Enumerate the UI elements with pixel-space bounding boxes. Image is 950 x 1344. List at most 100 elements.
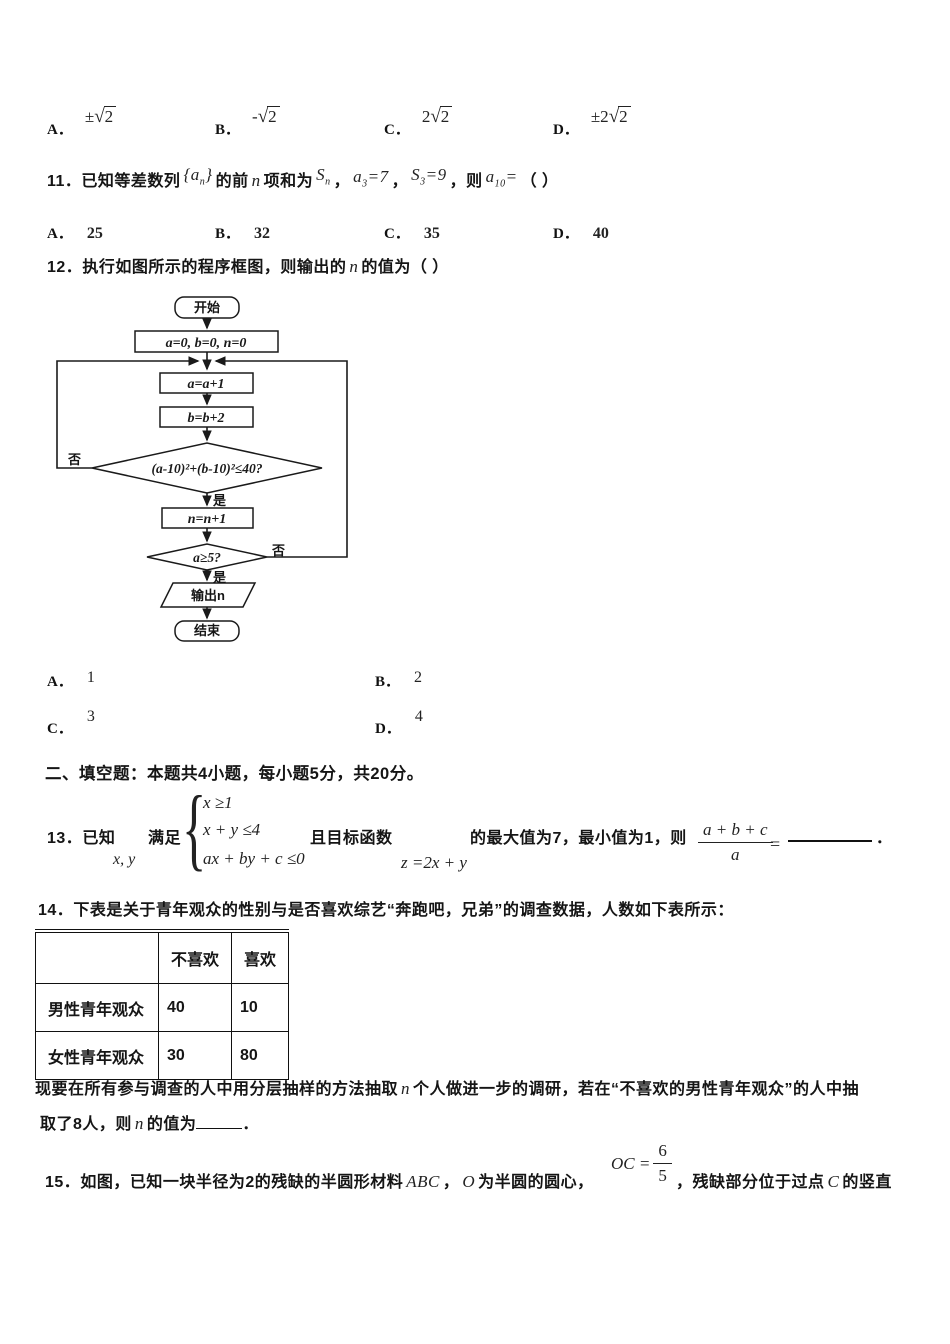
- option-letter: B．: [215, 122, 241, 138]
- flowchart: 开始 a=0, b=0, n=0 a=a+1 b=b+2 (a-10)²+(b-…: [56, 296, 348, 642]
- flowchart-no-label: 否: [67, 452, 81, 467]
- radical-prefix: -: [252, 107, 258, 126]
- cell-value: 10: [231, 983, 289, 1032]
- radicand: 2: [439, 106, 453, 126]
- sqrt-icon: √: [257, 106, 269, 127]
- radical-prefix: 2: [421, 107, 431, 126]
- option-letter: D．: [553, 122, 579, 138]
- option-letter: C．: [384, 122, 410, 138]
- flowchart-end-box: [174, 620, 240, 642]
- answer-blank: [196, 1114, 243, 1129]
- table-header-row: 不喜欢 喜欢: [35, 930, 289, 984]
- math-z: z =2x + y: [401, 853, 467, 872]
- question-text: 且目标函数: [310, 830, 393, 847]
- table-row: 女性青年观众 30 80: [35, 1031, 289, 1080]
- q11-option-d: D．40: [553, 225, 609, 242]
- question-text: 如图，已知一块半径为2的残缺的半圆形材料: [80, 1174, 404, 1191]
- question-14: 14．下表是关于青年观众的性别与是否喜欢综艺“奔跑吧，兄弟”的调查数据，人数如下…: [38, 900, 734, 922]
- q10-option-a: A． ±√2: [47, 106, 117, 140]
- radical-prefix: ±: [84, 107, 95, 126]
- radicand: 2: [103, 106, 117, 126]
- row-label: 女性青年观众: [35, 1031, 159, 1080]
- question-number: 12．: [47, 259, 83, 276]
- sqrt-icon: √: [430, 106, 441, 127]
- question-text: 为半圆的圆心，: [478, 1174, 594, 1191]
- radicand: 2: [267, 106, 280, 126]
- q12-option-b: B．2: [375, 669, 423, 690]
- question-number-and-text: 13．已知: [47, 830, 116, 847]
- question-text: 执行如图所示的程序框图，则输出的: [82, 259, 347, 276]
- survey-table: 不喜欢 喜欢 男性青年观众 40 10 女性青年观众 30 80: [35, 929, 289, 1080]
- math-oc: OC =: [611, 1153, 651, 1173]
- flowchart-step-n-box: [161, 507, 254, 529]
- math-xy: x, y: [113, 851, 136, 868]
- equals-sign: =: [770, 834, 781, 854]
- math-n: n: [401, 1079, 411, 1098]
- flowchart-step-n-label: n=n+1: [188, 512, 227, 527]
- flowchart-cond1-diamond: [91, 442, 323, 494]
- system-brace: {: [182, 777, 207, 879]
- q12-option-a: A．1: [47, 669, 95, 690]
- flowchart-step-a-box: [159, 372, 254, 394]
- radicand: 2: [618, 106, 631, 126]
- section-2-header: 二、填空题：本题共4小题，每小题5分，共20分。: [45, 765, 424, 783]
- question-text: 已知等差数列: [81, 173, 181, 190]
- flowchart-yes-label: 是: [212, 493, 227, 508]
- system-line-3: ax + by + c ≤0: [203, 849, 305, 868]
- q11-option-c: C．35: [384, 225, 440, 242]
- math-n: n: [251, 171, 261, 190]
- flowchart-cond2-diamond: [146, 543, 268, 571]
- flowchart-init-box: [134, 330, 279, 353]
- question-text: 的最大值为7，最小值为1，则: [470, 830, 687, 847]
- table-row: 男性青年观众 40 10: [35, 983, 289, 1032]
- math-c: C: [827, 1172, 840, 1191]
- math-s3: S3=9: [411, 165, 447, 188]
- flowchart-step-a-label: a=a+1: [188, 377, 225, 392]
- option-letter: A．: [47, 122, 73, 138]
- header-cell-dislike: 不喜欢: [158, 930, 232, 984]
- q10-option-b: B．-√2: [215, 106, 280, 140]
- flowchart-start-box: [174, 296, 240, 319]
- row-label: 男性青年观众: [35, 983, 159, 1032]
- flowchart-start-label: 开始: [194, 300, 220, 315]
- question-number: 11．: [47, 173, 82, 190]
- option-value: 2√2: [421, 106, 453, 127]
- flowchart-step-b-box: [159, 406, 254, 428]
- flowchart-end-label: 结束: [194, 623, 221, 638]
- system-line-1: x ≥1: [203, 793, 233, 812]
- answer-paren: （ ）: [520, 173, 559, 190]
- q11-option-a: A．25: [47, 225, 103, 242]
- flowchart-yes-label: 是: [212, 570, 227, 585]
- q12-option-d: D．4: [375, 708, 423, 737]
- math-o: O: [462, 1172, 476, 1191]
- question-number: 14．: [38, 902, 74, 919]
- header-cell-empty: [35, 930, 159, 984]
- system-line-2: x + y ≤4: [203, 820, 261, 839]
- question-number: 15．: [45, 1174, 81, 1191]
- q10-option-c: C． 2√2: [384, 106, 453, 140]
- flowchart-no-label: 否: [271, 543, 285, 558]
- header-cell-like: 喜欢: [231, 930, 289, 984]
- sqrt-icon: √: [94, 106, 105, 127]
- flowchart-cond1-label: (a-10)²+(b-10)²≤40?: [152, 461, 263, 476]
- math-n: n: [134, 1114, 144, 1133]
- math-a3: a3=7: [353, 167, 389, 190]
- cell-value: 80: [231, 1031, 289, 1080]
- period: ．: [876, 830, 893, 847]
- question-text: 的前: [215, 173, 249, 190]
- option-value: ±2√2: [591, 106, 631, 127]
- question-text: 下表是关于青年观众的性别与是否喜欢综艺“奔跑吧，兄弟”的调查数据，人数如下表所示…: [73, 902, 734, 919]
- cell-value: 40: [158, 983, 232, 1032]
- math-n: n: [349, 257, 359, 276]
- question-text: 的值为（ ）: [361, 259, 449, 276]
- question-text: 残缺部分位于过点: [692, 1174, 825, 1191]
- flowchart-step-b-label: b=b+2: [188, 411, 225, 426]
